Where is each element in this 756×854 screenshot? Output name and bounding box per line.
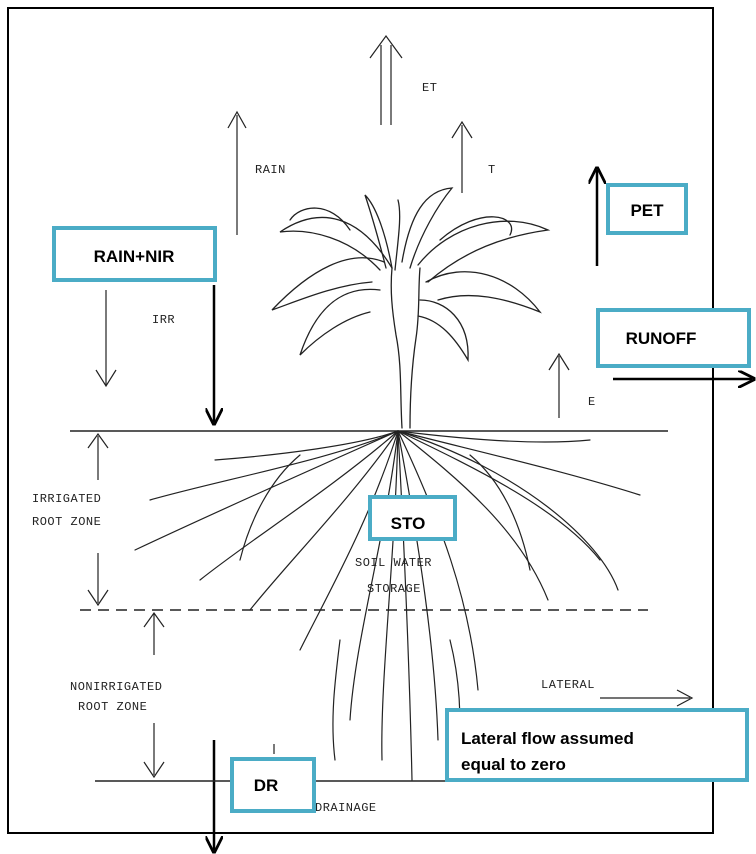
et-label: ET <box>422 81 437 95</box>
svg-text:RAIN+NIR: RAIN+NIR <box>94 247 175 266</box>
nonirrigated-label-2: ROOT ZONE <box>78 700 147 714</box>
et-arrow <box>370 36 402 125</box>
irr-arrow <box>96 290 116 386</box>
runoff-box: RUNOFF <box>598 310 749 366</box>
svg-text:STO: STO <box>391 514 426 533</box>
sto-box: STO <box>370 497 455 539</box>
svg-text:RUNOFF: RUNOFF <box>626 329 697 348</box>
svg-text:DR: DR <box>254 776 279 795</box>
nonirrigated-label-1: NONIRRIGATED <box>70 680 162 694</box>
svg-text:Lateral flow assumed: Lateral flow assumed <box>461 729 634 748</box>
soil-water-label: SOIL WATER <box>355 556 432 570</box>
e-arrow <box>549 354 569 418</box>
nonirrigated-zone-arrows <box>144 613 164 777</box>
plant-sketch <box>272 188 548 428</box>
storage-label: STORAGE <box>367 582 421 596</box>
rain-label: RAIN <box>255 163 286 177</box>
e-label: E <box>588 395 596 409</box>
t-label: T <box>488 163 496 177</box>
irrigated-root-zone-label-1: IRRIGATED <box>32 492 101 506</box>
irr-label: IRR <box>152 313 175 327</box>
rain-nir-box: RAIN+NIR <box>54 228 215 280</box>
lateral-label: LATERAL <box>541 678 595 692</box>
t-arrow <box>452 122 472 193</box>
pet-box: PET <box>608 185 686 233</box>
dr-box: DR <box>232 759 314 811</box>
drainage-label: DRAINAGE <box>315 801 377 815</box>
svg-text:equal to zero: equal to zero <box>461 755 566 774</box>
rain-arrow <box>228 112 246 235</box>
svg-text:PET: PET <box>630 201 664 220</box>
lateral-arrow <box>600 690 692 706</box>
lateral-flow-box: Lateral flow assumed equal to zero <box>447 710 747 780</box>
irrigated-root-zone-label-2: ROOT ZONE <box>32 515 101 529</box>
